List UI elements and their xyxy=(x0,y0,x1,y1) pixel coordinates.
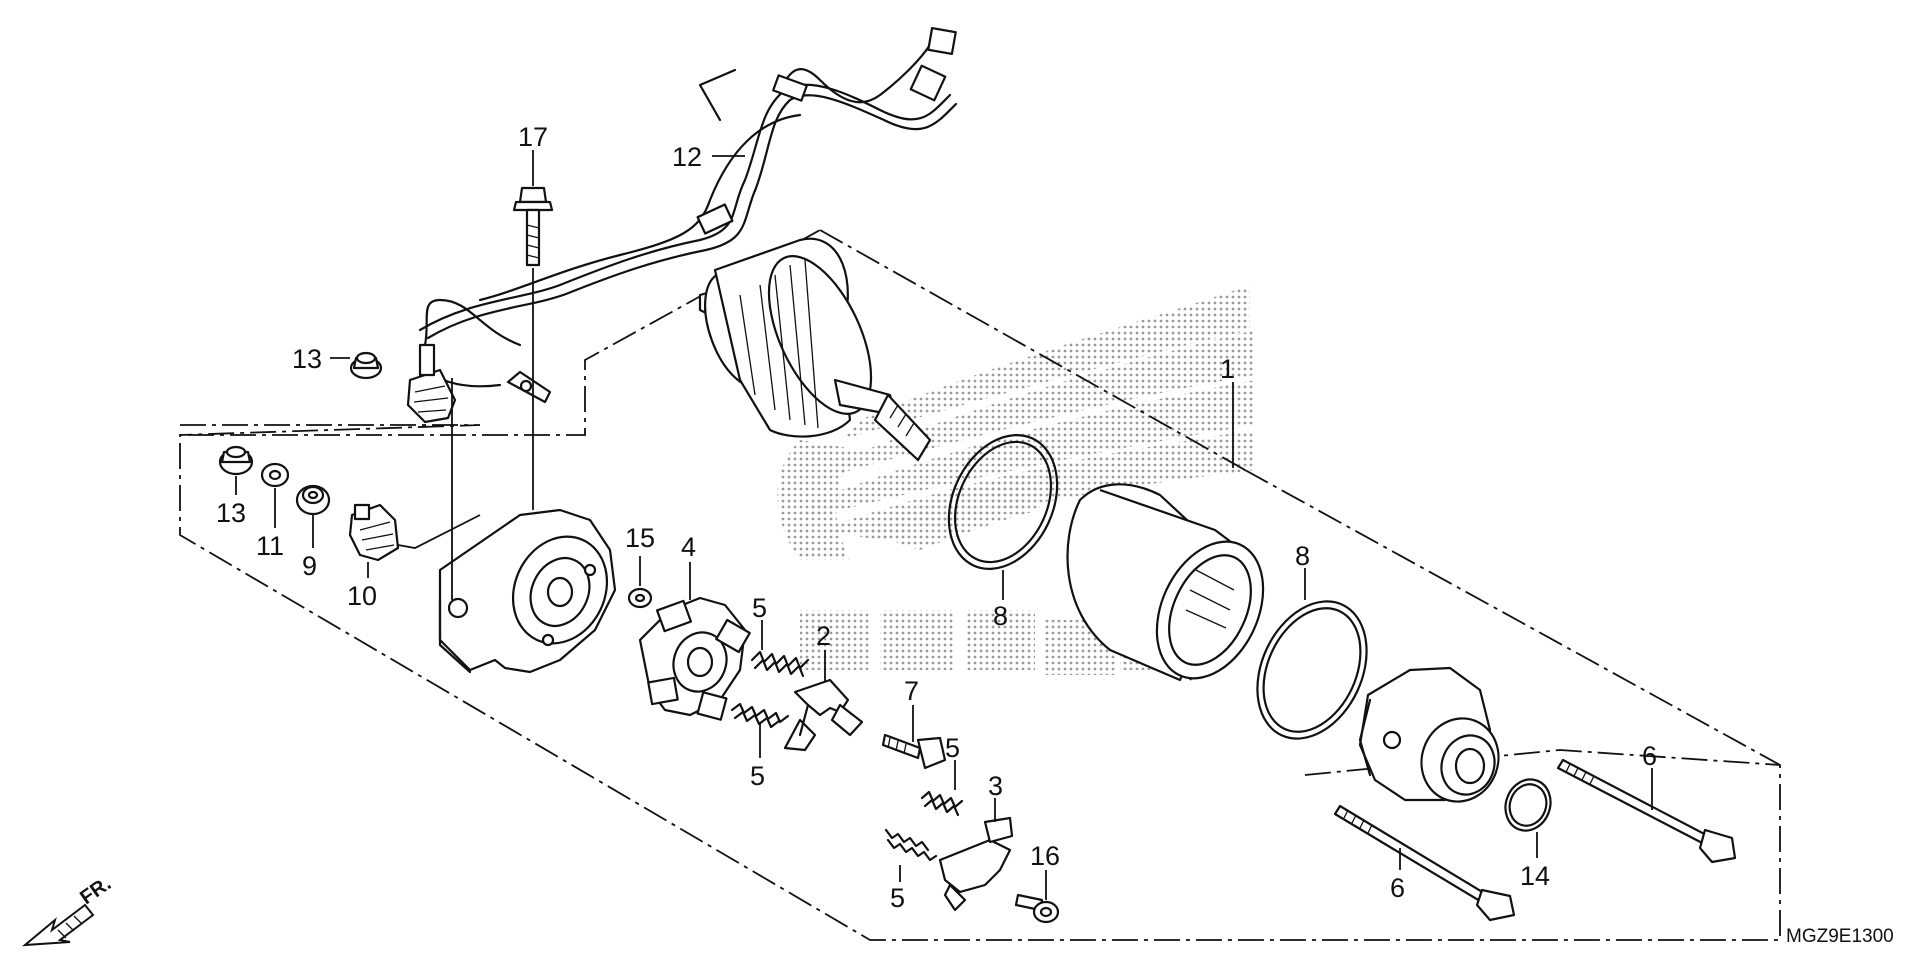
callout-6b: 6 xyxy=(1390,873,1405,903)
callout-8b: 8 xyxy=(1295,541,1310,571)
callout-16: 16 xyxy=(1030,841,1060,871)
callout-5c: 5 xyxy=(945,733,960,763)
washer-15 xyxy=(627,587,653,609)
wire-harness xyxy=(418,26,958,404)
front-direction-arrow xyxy=(21,903,95,947)
callout-11: 11 xyxy=(256,531,284,561)
o-ring-8-rear xyxy=(1256,600,1368,740)
spring-5-c xyxy=(920,790,964,817)
front-bracket xyxy=(438,508,617,674)
bolt-17 xyxy=(512,186,554,267)
callout-5b: 5 xyxy=(750,761,765,791)
spring-5-b xyxy=(730,702,790,729)
callout-2: 2 xyxy=(816,621,831,651)
front-direction-label: FR. xyxy=(76,873,115,910)
cable-connector-boot xyxy=(406,343,457,424)
diagram-code: MGZ9E1300 xyxy=(1786,926,1894,947)
brush-3 xyxy=(938,816,1014,912)
callout-10: 10 xyxy=(347,581,377,611)
assembly-boundary xyxy=(179,229,1781,941)
nut-13-upper xyxy=(349,351,383,380)
callout-6a: 6 xyxy=(1642,741,1657,771)
terminal-bolt-7 xyxy=(881,733,947,770)
rear-cover xyxy=(1358,666,1500,803)
insulator-9 xyxy=(295,484,331,516)
callout-13a: 13 xyxy=(292,344,322,374)
o-ring-8-front xyxy=(947,434,1059,570)
callout-12: 12 xyxy=(672,142,702,172)
callout-3: 3 xyxy=(988,771,1003,801)
callout-7: 7 xyxy=(904,676,919,706)
motor-case xyxy=(1066,483,1265,682)
spring-5-d xyxy=(884,828,938,862)
callout-5a: 5 xyxy=(752,593,767,623)
through-bolt-6-upper xyxy=(1556,758,1737,864)
callout-15: 15 xyxy=(625,523,655,553)
through-bolt-6-lower xyxy=(1333,804,1516,922)
terminal-insulator-10 xyxy=(348,503,400,562)
callout-17: 17 xyxy=(518,122,548,152)
screw-16 xyxy=(1014,893,1060,924)
assembly-inner-step xyxy=(179,424,481,436)
callout-8a: 8 xyxy=(993,601,1008,631)
callout-9: 9 xyxy=(302,551,317,581)
washer-11 xyxy=(260,462,290,488)
callout-4: 4 xyxy=(681,532,696,562)
o-ring-14 xyxy=(1504,778,1552,832)
nut-13-lower xyxy=(218,445,254,476)
callout-1: 1 xyxy=(1220,354,1235,384)
brush-2 xyxy=(783,678,864,752)
callout-14: 14 xyxy=(1520,861,1550,891)
callout-13b: 13 xyxy=(216,498,246,528)
spring-5-a xyxy=(750,650,810,678)
brush-holder-4 xyxy=(638,596,751,721)
armature xyxy=(698,237,932,462)
callout-5d: 5 xyxy=(890,883,905,913)
